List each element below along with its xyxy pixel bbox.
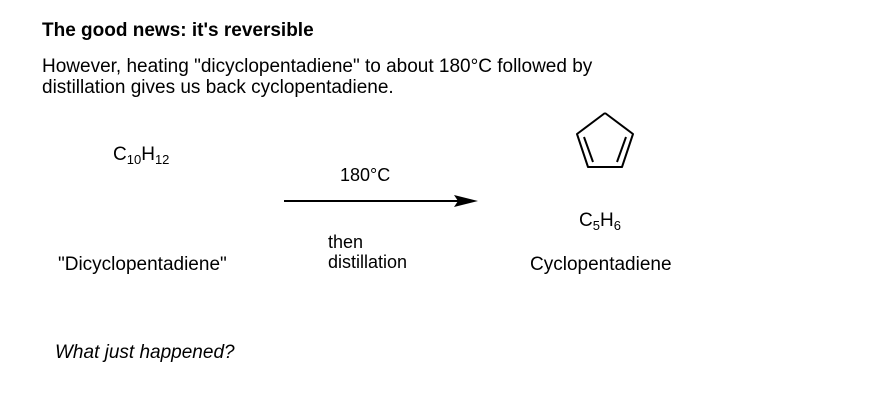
product-formula-subscript-c: 5	[592, 218, 600, 233]
product-formula-subscript-h: 6	[613, 218, 621, 233]
product-name: Cyclopentadiene	[530, 254, 672, 275]
product-formula: C5H6	[579, 210, 621, 232]
paragraph-line-1: However, heating "dicyclopentadiene" to …	[42, 56, 593, 77]
reactant-formula-element-c: C	[113, 144, 127, 165]
reaction-arrow	[284, 195, 478, 207]
condition-workup: then distillation	[328, 232, 407, 272]
page-title: The good news: it's reversible	[42, 20, 314, 41]
explanation-paragraph: However, heating "dicyclopentadiene" to …	[42, 56, 742, 98]
condition-distillation: distillation	[328, 252, 408, 272]
product-formula-element-c: C	[579, 210, 593, 231]
condition-then: then	[328, 232, 364, 252]
product-formula-element-h: H	[599, 210, 614, 231]
cyclopentadiene-structure-icon	[576, 112, 634, 168]
reactant-formula: C10H12	[113, 144, 169, 166]
reactant-formula-element-h: H	[141, 144, 155, 165]
question-prompt: What just happened?	[55, 342, 235, 363]
reactant-formula-subscript-h: 12	[154, 152, 170, 167]
reactant-name: "Dicyclopentadiene"	[58, 254, 227, 275]
paragraph-line-2: distillation gives us back cyclopentadie…	[42, 77, 394, 98]
condition-temperature: 180°C	[340, 165, 391, 185]
reactant-formula-subscript-c: 10	[126, 152, 142, 167]
